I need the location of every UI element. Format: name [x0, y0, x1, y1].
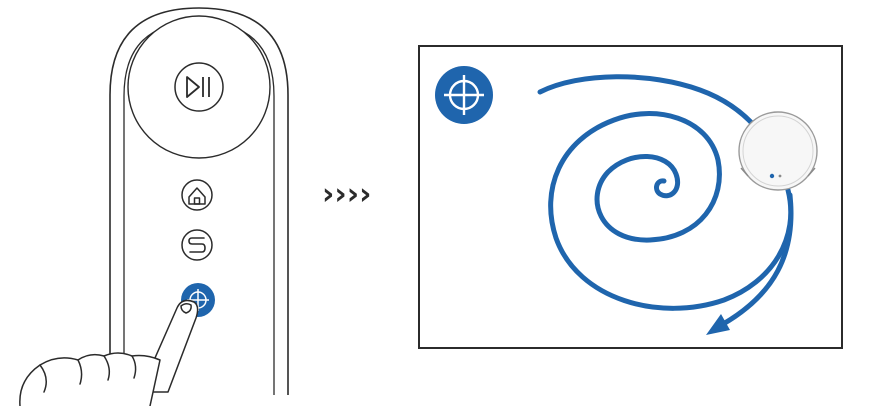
- edge-clean-button[interactable]: [182, 230, 212, 260]
- home-button[interactable]: [182, 180, 212, 210]
- transition-arrows: ››››: [322, 177, 371, 212]
- cleaning-result-panel: [419, 46, 842, 348]
- spot-mode-badge: [435, 66, 493, 124]
- robot-vacuum-icon: [739, 112, 817, 190]
- play-pause-button[interactable]: [175, 63, 223, 111]
- remote-control: [110, 8, 288, 395]
